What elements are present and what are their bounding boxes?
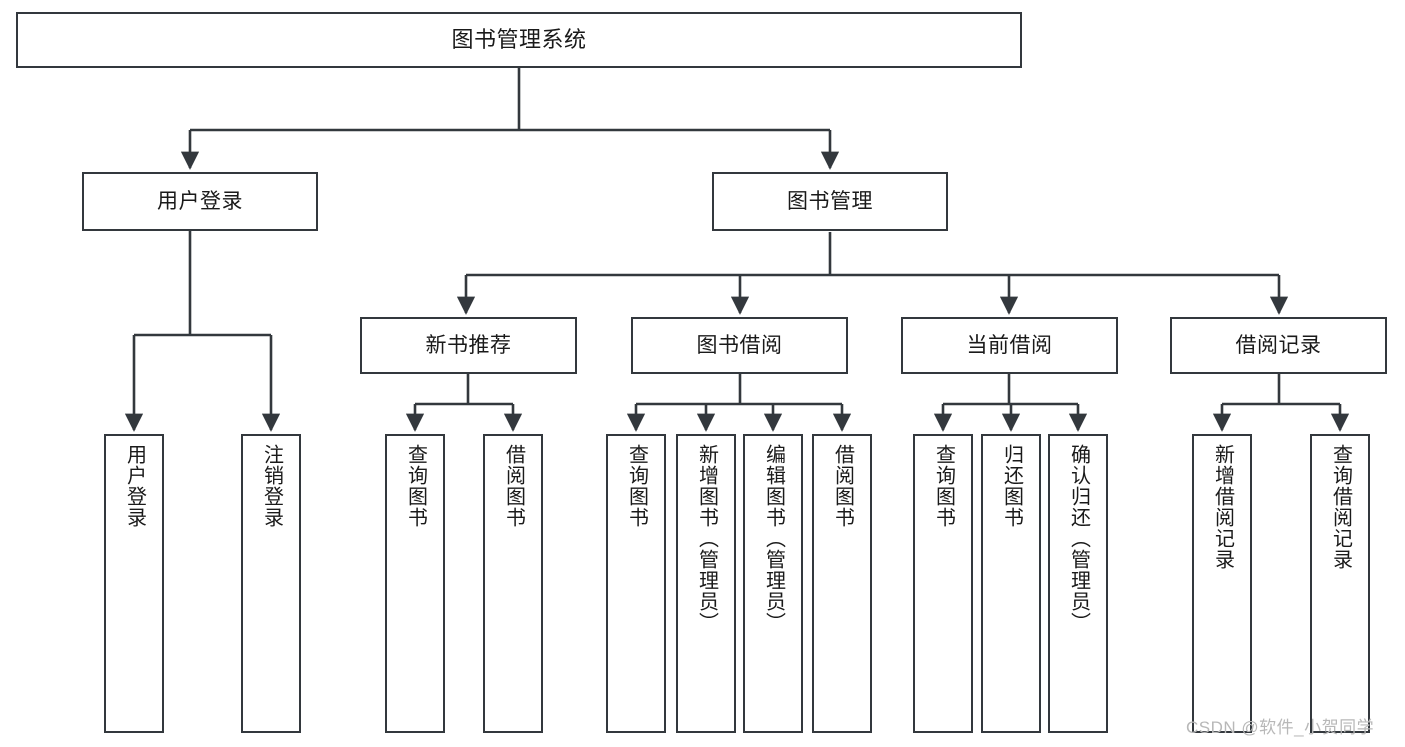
node-book-borrow[interactable]: 图书借阅 — [631, 317, 848, 374]
node-leaf-current-borrow-confirm[interactable]: 确认归还（管理员） — [1048, 434, 1108, 733]
node-leaf-book-borrow-edit-label: 编辑图书（管理员） — [762, 444, 785, 633]
node-leaf-book-borrow-borrow-label: 借阅图书 — [831, 444, 854, 528]
node-leaf-book-borrow-add-label: 新增图书（管理员） — [695, 444, 718, 633]
node-leaf-user-login-login-label: 用户登录 — [123, 444, 146, 528]
node-new-book-recommend[interactable]: 新书推荐 — [360, 317, 577, 374]
node-leaf-user-login-logout-label: 注销登录 — [260, 444, 283, 528]
node-current-borrow[interactable]: 当前借阅 — [901, 317, 1118, 374]
node-user-login[interactable]: 用户登录 — [82, 172, 318, 231]
node-root-system-label: 图书管理系统 — [451, 26, 587, 52]
node-user-login-label: 用户登录 — [157, 189, 243, 213]
node-new-book-recommend-label: 新书推荐 — [425, 333, 512, 357]
node-leaf-new-book-borrow[interactable]: 借阅图书 — [483, 434, 543, 733]
node-leaf-borrow-record-add[interactable]: 新增借阅记录 — [1192, 434, 1252, 733]
node-leaf-book-borrow-edit[interactable]: 编辑图书（管理员） — [743, 434, 803, 733]
node-leaf-current-borrow-confirm-label: 确认归还（管理员） — [1067, 444, 1090, 633]
node-current-borrow-label: 当前借阅 — [966, 333, 1053, 357]
node-borrow-record-label: 借阅记录 — [1235, 333, 1322, 357]
node-leaf-user-login-logout[interactable]: 注销登录 — [241, 434, 301, 733]
node-book-management-label: 图书管理 — [787, 189, 873, 213]
node-leaf-new-book-query-label: 查询图书 — [404, 444, 427, 528]
node-leaf-book-borrow-borrow[interactable]: 借阅图书 — [812, 434, 872, 733]
node-leaf-user-login-login[interactable]: 用户登录 — [104, 434, 164, 733]
node-leaf-new-book-query[interactable]: 查询图书 — [385, 434, 445, 733]
node-leaf-borrow-record-add-label: 新增借阅记录 — [1211, 444, 1234, 570]
node-leaf-borrow-record-query[interactable]: 查询借阅记录 — [1310, 434, 1370, 733]
node-leaf-current-borrow-return-label: 归还图书 — [1000, 444, 1023, 528]
node-leaf-book-borrow-query-label: 查询图书 — [625, 444, 648, 528]
node-leaf-new-book-borrow-label: 借阅图书 — [502, 444, 525, 528]
node-borrow-record[interactable]: 借阅记录 — [1170, 317, 1387, 374]
node-book-borrow-label: 图书借阅 — [696, 333, 783, 357]
node-root-system[interactable]: 图书管理系统 — [16, 12, 1022, 68]
node-leaf-current-borrow-return[interactable]: 归还图书 — [981, 434, 1041, 733]
node-leaf-borrow-record-query-label: 查询借阅记录 — [1329, 444, 1352, 570]
node-leaf-current-borrow-query[interactable]: 查询图书 — [913, 434, 973, 733]
node-leaf-book-borrow-query[interactable]: 查询图书 — [606, 434, 666, 733]
node-leaf-book-borrow-add[interactable]: 新增图书（管理员） — [676, 434, 736, 733]
node-book-management[interactable]: 图书管理 — [712, 172, 948, 231]
node-leaf-current-borrow-query-label: 查询图书 — [932, 444, 955, 528]
